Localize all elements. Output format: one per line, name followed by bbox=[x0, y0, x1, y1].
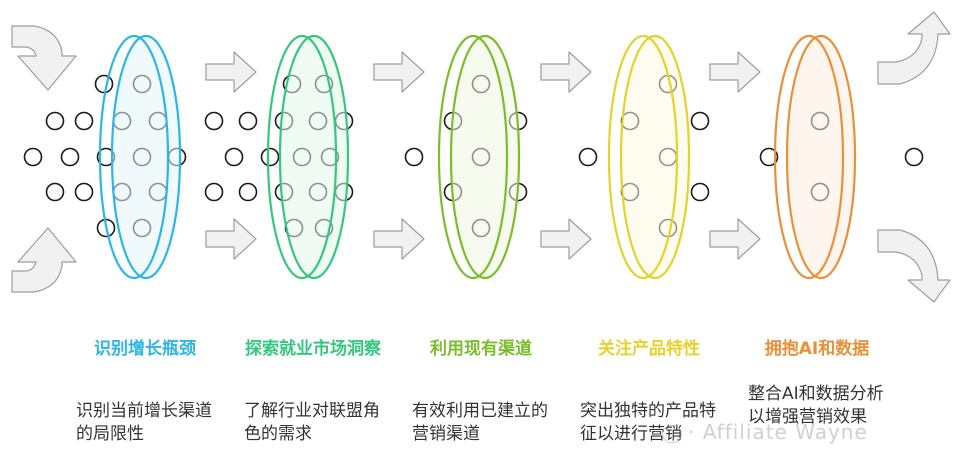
stage-2-title: 探索就业市场洞察 bbox=[245, 339, 381, 359]
dot-21 bbox=[238, 111, 258, 131]
dot-12 bbox=[45, 182, 65, 202]
stage-1-ring-front bbox=[98, 34, 170, 280]
stage-5-desc: 整合AI和数据分析以增强营销效果 bbox=[748, 384, 884, 427]
dot-1 bbox=[94, 74, 114, 94]
arrow-top-1 bbox=[205, 51, 257, 93]
stage-4-title: 关注产品特性 bbox=[598, 339, 700, 359]
curved-arrow-bottom-left bbox=[11, 227, 77, 293]
arrow-top-2 bbox=[373, 51, 425, 93]
arrow-bottom-3 bbox=[540, 218, 592, 260]
stage-3-ring-front bbox=[437, 34, 509, 280]
arrow-bottom-1 bbox=[205, 218, 257, 260]
watermark: · Affiliate Wayne bbox=[662, 420, 868, 444]
dot-7 bbox=[23, 147, 43, 167]
stage-3-ring-back bbox=[449, 34, 521, 280]
curved-arrow-top-left bbox=[11, 25, 77, 91]
stage-2-desc: 了解行业对联盟角色的需求 bbox=[244, 401, 380, 444]
watermark-logo-icon bbox=[662, 424, 682, 443]
dot-3 bbox=[45, 111, 65, 131]
stage-2-ring-back bbox=[278, 34, 350, 280]
stage-5-title: 拥抱AI和数据 bbox=[764, 339, 870, 359]
dot-55 bbox=[904, 147, 924, 167]
curved-arrow-top-right bbox=[877, 11, 951, 85]
stage-5-ring-back bbox=[785, 34, 857, 280]
stage-4-ring-front bbox=[607, 34, 679, 280]
stage-3-desc: 有效利用已建立的营销渠道 bbox=[412, 401, 548, 444]
dot-30 bbox=[238, 182, 258, 202]
arrow-top-4 bbox=[709, 51, 761, 93]
dot-29 bbox=[204, 182, 224, 202]
watermark-text: · Affiliate Wayne bbox=[688, 420, 868, 444]
arrow-bottom-4 bbox=[709, 218, 761, 260]
dot-13 bbox=[74, 182, 94, 202]
dot-25 bbox=[224, 147, 244, 167]
dot-53 bbox=[759, 147, 779, 167]
stage-3-title: 利用现有渠道 bbox=[430, 339, 532, 359]
dot-47 bbox=[578, 147, 598, 167]
dot-26 bbox=[260, 147, 280, 167]
stage-4-ring-back bbox=[619, 34, 691, 280]
stage-1-desc: 识别当前增长渠道的局限性 bbox=[76, 401, 212, 444]
stage-2-ring-front bbox=[266, 34, 338, 280]
dot-45 bbox=[690, 111, 710, 131]
arrow-top-3 bbox=[540, 51, 592, 93]
dot-4 bbox=[74, 111, 94, 131]
funnel-diagram bbox=[11, 11, 951, 303]
arrow-bottom-2 bbox=[373, 218, 425, 260]
stage-4-desc: 突出独特的产品特征以进行营销 bbox=[580, 401, 716, 444]
dot-20 bbox=[204, 111, 224, 131]
dot-39 bbox=[404, 147, 424, 167]
dot-49 bbox=[690, 182, 710, 202]
stage-1-title: 识别增长瓶颈 bbox=[94, 339, 196, 359]
curved-arrow-bottom-right bbox=[877, 229, 951, 303]
stage-5-ring-front bbox=[773, 34, 845, 280]
stage-1-ring-back bbox=[110, 34, 182, 280]
dot-8 bbox=[60, 147, 80, 167]
